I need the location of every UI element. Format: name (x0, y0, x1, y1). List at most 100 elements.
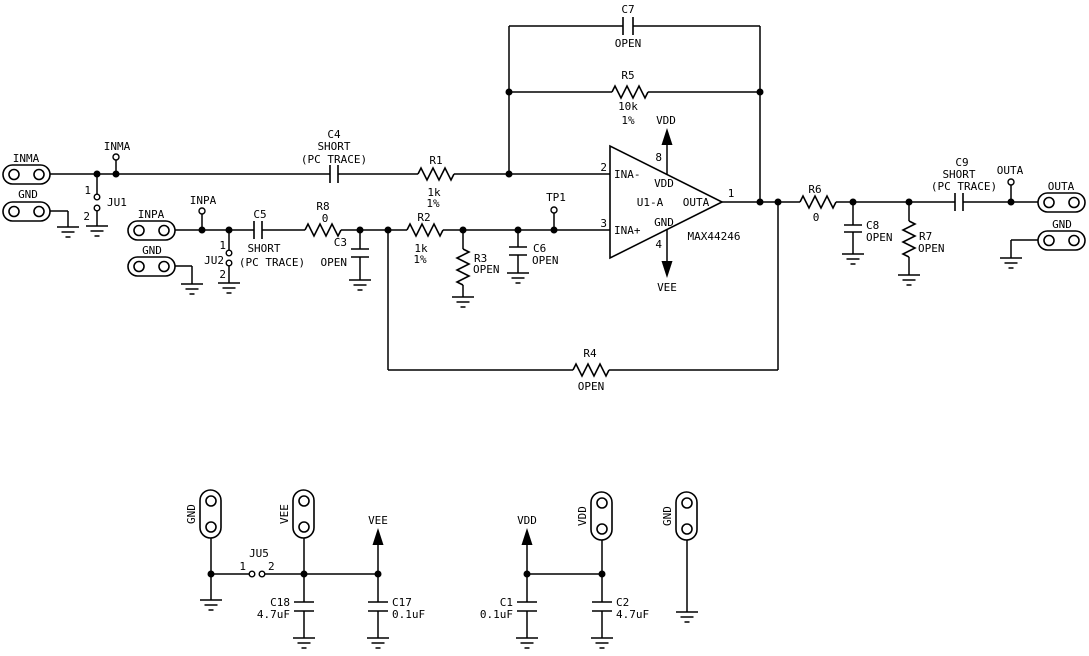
jumper-ju2: 1 JU2 2 (204, 239, 233, 281)
opamp-triangle (609, 144, 724, 260)
connector-vdd-label: VDD (576, 506, 589, 526)
testpoint-inpa-label: INPA (190, 194, 217, 207)
opamp-pin3-name: INA+ (614, 224, 641, 237)
c2-value: 4.7uF (616, 608, 649, 621)
r4-ref: R4 (583, 347, 597, 360)
c9-value: SHORT (942, 168, 975, 181)
ju5-pin2 (258, 570, 266, 578)
opamp-pin1-number: 1 (728, 187, 735, 200)
vee-rail-label: VEE (368, 514, 388, 527)
c6-ref: C6 (533, 242, 546, 255)
testpoint-outa (1007, 178, 1015, 186)
ju2-ref: JU2 (204, 254, 224, 267)
ju1-pin2 (93, 204, 101, 212)
component-labels: C7 OPEN R5 10k 1% C4 SHORT (PC TRACE) R1… (239, 3, 997, 621)
power-rail-arrows: VEE VDD (368, 514, 537, 545)
c3-value: OPEN (321, 256, 348, 269)
r1-value: 1k (427, 186, 441, 199)
testpoint-inma (112, 153, 120, 161)
junction-dots (93, 88, 1015, 578)
c17-value: 0.1uF (392, 608, 425, 621)
r2-value: 1k (414, 242, 428, 255)
opamp-pin4-number: 4 (655, 238, 662, 251)
connector-gnd-inpa-label: GND (142, 244, 162, 257)
opamp-designator: U1-A (637, 196, 664, 209)
c3-ref: C3 (334, 236, 347, 249)
testpoint-tp1 (550, 206, 558, 214)
connector-vee-label: VEE (278, 504, 291, 524)
vdd-rail-arrow-icon (521, 528, 533, 545)
ju1-pin1-label: 1 (84, 184, 91, 197)
connector-gnd-neg-rail: GND (185, 489, 222, 539)
connector-gnd-inma: GND (2, 188, 51, 222)
testpoint-tp1-label: TP1 (546, 191, 566, 204)
ju1-pin1 (93, 193, 101, 201)
connector-inpa: INPA (127, 208, 176, 241)
c4-value: SHORT (317, 140, 350, 153)
opamp-pin4-name: GND (654, 216, 674, 229)
c2-ref: C2 (616, 596, 629, 609)
testpoints: INMA INPA TP1 OUTA (104, 140, 1024, 215)
r7-value: OPEN (918, 242, 945, 255)
testpoint-outa-label: OUTA (997, 164, 1024, 177)
c9-ref: C9 (955, 156, 968, 169)
r4-value: OPEN (578, 380, 605, 393)
r6-ref: R6 (808, 183, 821, 196)
ju2-pin1 (225, 249, 233, 257)
vee-arrow-icon (661, 261, 673, 278)
connector-vdd: VDD (576, 491, 613, 541)
opamp-pin2-number: 2 (600, 161, 607, 174)
ju1-pin2-label: 2 (83, 210, 90, 223)
connector-gnd-pos-rail-label: GND (661, 506, 674, 526)
opamp-pin8-name: VDD (654, 177, 674, 190)
capacitor-symbols (253, 17, 964, 612)
opamp-pin3-number: 3 (600, 217, 607, 230)
r3-value: OPEN (473, 263, 500, 276)
c17-ref: C17 (392, 596, 412, 609)
ju2-pin2 (225, 259, 233, 267)
vdd-rail-label-opamp: VDD (656, 114, 676, 127)
r1-ref: R1 (429, 154, 442, 167)
connector-gnd-outa-label: GND (1052, 218, 1072, 231)
c1-ref: C1 (500, 596, 513, 609)
r7-ref: R7 (919, 230, 932, 243)
opamp-part-number: MAX44246 (688, 230, 741, 243)
c6-value: OPEN (532, 254, 559, 267)
c5-value: SHORT (247, 242, 280, 255)
r2-tolerance: 1% (413, 253, 427, 266)
c8-value: OPEN (866, 231, 893, 244)
c4-ref: C4 (327, 128, 341, 141)
opamp-pin2-name: INA- (614, 168, 641, 181)
ju5-pin1 (248, 570, 256, 578)
c18-value: 4.7uF (257, 608, 290, 621)
ju5-pin1-label: 1 (239, 560, 246, 573)
r5-value: 10k (618, 100, 638, 113)
connector-inma: INMA (2, 152, 51, 185)
testpoint-inpa (198, 207, 206, 215)
c9-note: (PC TRACE) (931, 180, 997, 193)
connector-gnd-neg-rail-label: GND (185, 504, 198, 524)
c4-note: (PC TRACE) (301, 153, 367, 166)
connector-outa-label: OUTA (1048, 180, 1075, 193)
vee-rail-arrow-icon (372, 528, 384, 545)
vdd-arrow-icon (661, 128, 673, 145)
wire-segments (50, 25, 1038, 638)
c7-value: OPEN (615, 37, 642, 50)
resistor-symbols (304, 84, 917, 378)
vee-rail-label-opamp: VEE (657, 281, 677, 294)
ju5-ref: JU5 (249, 547, 269, 560)
c5-ref: C5 (253, 208, 266, 221)
connector-inma-label: INMA (13, 152, 40, 165)
connector-inpa-label: INPA (138, 208, 165, 221)
r3-ref: R3 (474, 252, 487, 265)
c8-ref: C8 (866, 219, 879, 232)
connector-gnd-inma-label: GND (18, 188, 38, 201)
testpoint-inma-label: INMA (104, 140, 131, 153)
c18-ref: C18 (270, 596, 290, 609)
ju2-pin2-label: 2 (219, 268, 226, 281)
c5-note: (PC TRACE) (239, 256, 305, 269)
c1-value: 0.1uF (480, 608, 513, 621)
